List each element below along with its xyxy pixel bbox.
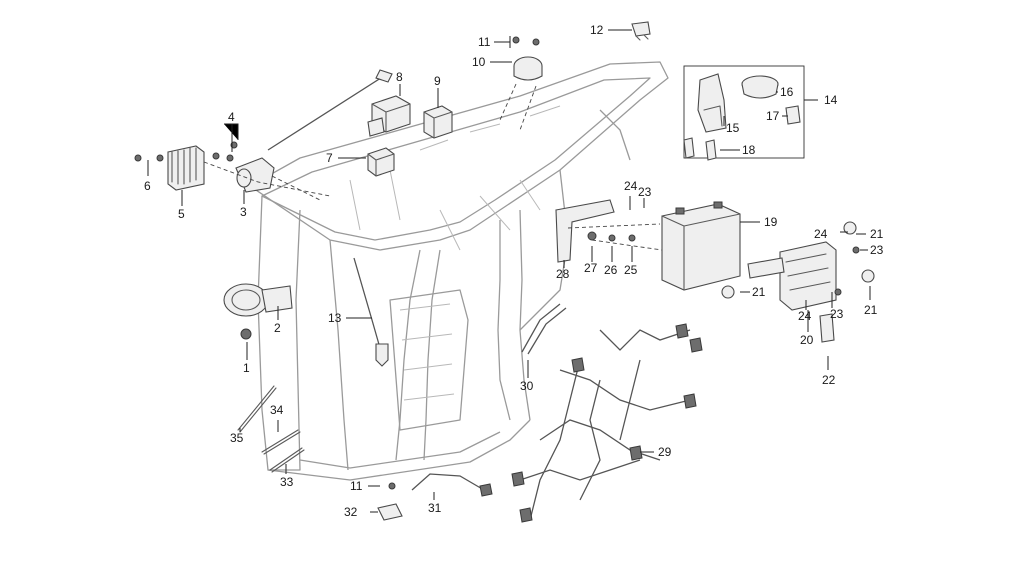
callout-24-c: 24 (798, 309, 812, 323)
part-31-wire (388, 473, 493, 497)
cable-end (375, 69, 393, 83)
callout-21-b: 21 (870, 227, 884, 241)
callout-25: 25 (624, 263, 638, 277)
callout-6: 6 (144, 179, 151, 193)
callout-17: 17 (766, 109, 780, 123)
assembly-lines (203, 83, 663, 251)
callout-9: 9 (434, 74, 441, 88)
part-3-coil (226, 141, 275, 193)
callout-14: 14 (824, 93, 838, 107)
callout-32: 32 (344, 505, 358, 519)
part-9-flasher (423, 105, 453, 139)
callout-21-a: 21 (752, 285, 766, 299)
callout-22: 22 (822, 373, 836, 387)
callout-11-bottom: 11 (350, 479, 363, 493)
callout-23-b: 23 (870, 243, 884, 257)
callout-28: 28 (556, 267, 570, 281)
callout-2: 2 (274, 321, 281, 335)
callout-31: 31 (428, 501, 442, 515)
callout-8: 8 (396, 70, 403, 84)
callout-5: 5 (178, 207, 185, 221)
part-19-battery (661, 201, 741, 291)
callout-26: 26 (604, 263, 618, 277)
part-10-relay (512, 36, 543, 81)
part-14-box (683, 65, 805, 159)
callout-20: 20 (800, 333, 814, 347)
callout-35: 35 (230, 431, 244, 445)
part-13-sensor (353, 257, 389, 367)
part-28-bracket (555, 199, 636, 263)
frame-assembly (249, 61, 669, 481)
part-29-harness (511, 323, 703, 523)
part-7-relay (367, 147, 395, 177)
part-17-lock (785, 105, 801, 125)
rods (237, 385, 305, 473)
part-32-switch (377, 503, 403, 521)
callout-1: 1 (243, 361, 250, 375)
callout-19: 19 (764, 215, 778, 229)
callout-3: 3 (240, 205, 247, 219)
part-16-cap (741, 75, 779, 99)
callout-numbers: 1 2 3 4 5 6 7 8 9 10 11 11 12 13 14 15 1… (144, 23, 884, 519)
callout-21-c: 21 (864, 303, 878, 317)
callout-34: 34 (270, 403, 284, 417)
part-2-horn (223, 283, 293, 340)
callout-24-a: 24 (624, 179, 638, 193)
speedometer-cable (267, 75, 385, 151)
callout-23-a: 23 (638, 185, 652, 199)
part-12-connector (631, 21, 651, 41)
callout-10: 10 (472, 55, 486, 69)
callout-27: 27 (584, 261, 598, 275)
part-15-switch (683, 73, 727, 161)
callout-29: 29 (658, 445, 672, 459)
callout-33: 33 (280, 475, 294, 489)
callout-7: 7 (326, 151, 333, 165)
part-5-regulator (134, 145, 220, 191)
callout-12: 12 (590, 23, 604, 37)
callout-18: 18 (742, 143, 756, 157)
callout-16: 16 (780, 85, 794, 99)
part-22-fuse (819, 313, 835, 343)
leader-lines (147, 29, 871, 513)
part-8-control-unit (367, 95, 411, 137)
callout-24-b: 24 (814, 227, 828, 241)
callout-23-c: 23 (830, 307, 844, 321)
callout-13: 13 (328, 311, 342, 325)
part-30-wire (521, 303, 567, 355)
callout-4: 4 (228, 110, 235, 124)
callout-15: 15 (726, 121, 740, 135)
callout-30: 30 (520, 379, 534, 393)
part-20-battery-tray (721, 221, 875, 311)
callout-11-top: 11 (478, 35, 491, 49)
